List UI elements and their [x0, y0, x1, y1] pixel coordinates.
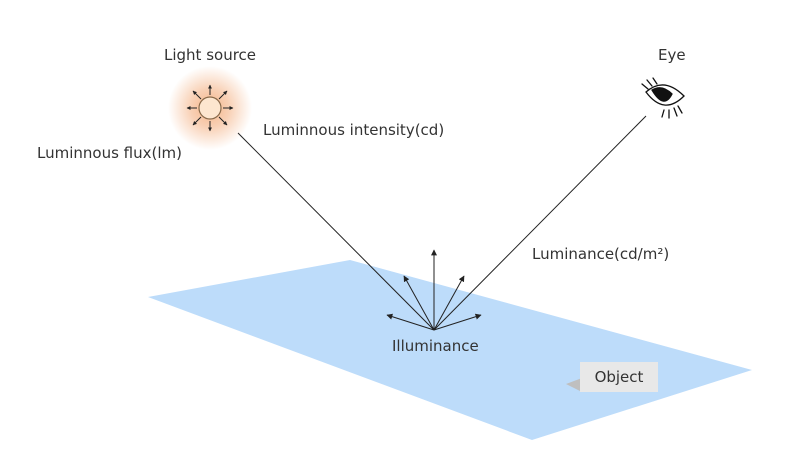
luminous-intensity-label: Luminnous intensity(cd)	[263, 121, 445, 139]
light-source-icon	[168, 66, 252, 150]
luminous-intensity-ray	[237, 132, 435, 331]
luminous-flux-label: Luminnous flux(lm)	[37, 144, 182, 162]
light-source-label: Light source	[164, 46, 257, 64]
luminance-ray	[433, 115, 647, 331]
eye-icon	[641, 77, 685, 119]
object-plane	[148, 260, 752, 440]
illuminance-arrows	[386, 249, 482, 331]
eye-label: Eye	[658, 46, 686, 64]
object-tag: Object	[580, 362, 658, 392]
illuminance-label: Illuminance	[392, 337, 479, 355]
object-label: Object	[594, 367, 644, 386]
luminance-label: Luminance(cd/m²)	[532, 245, 670, 263]
object-tag-tail	[566, 378, 582, 392]
